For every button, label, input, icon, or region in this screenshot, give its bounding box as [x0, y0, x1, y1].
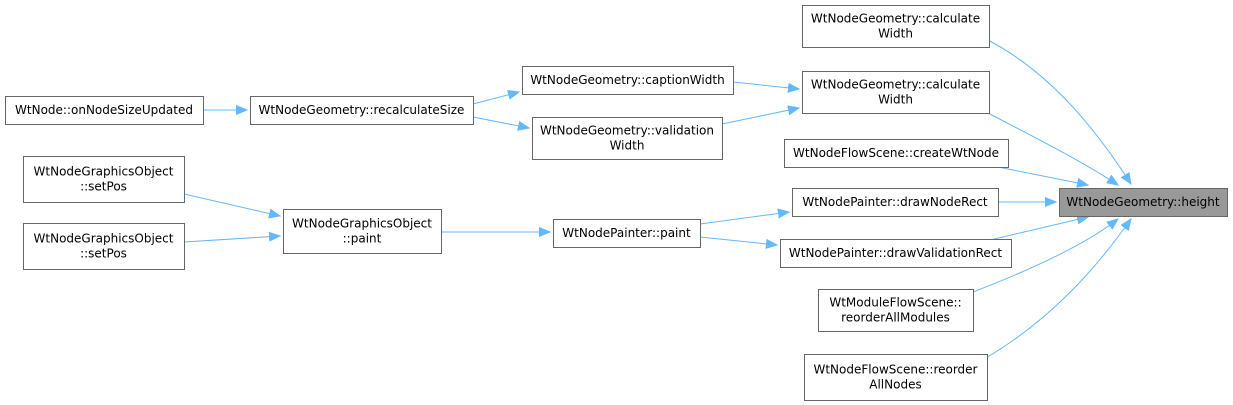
edge-calcWidth2-to-height [987, 112, 1118, 185]
node-captionWidth[interactable]: WtNodeGeometry::captionWidth [522, 66, 734, 95]
node-setPos2[interactable]: WtNodeGraphicsObject::setPos [23, 223, 185, 270]
edges [183, 39, 1131, 359]
edge-captionWidth-to-calcWidth2 [732, 81, 799, 89]
node-drawNodeRect[interactable]: WtNodePainter::drawNodeRect [792, 188, 999, 217]
edge-paint-to-drawValidationRect [699, 236, 777, 245]
node-setPos1[interactable]: WtNodeGraphicsObject::setPos [23, 156, 185, 203]
edge-validationWidth-to-calcWidth2 [721, 108, 799, 125]
node-label: AllNodes [869, 378, 921, 392]
node-label: WtNodeGeometry::captionWidth [530, 73, 724, 87]
node-label: WtNodeGeometry::calculate [811, 12, 980, 26]
node-label: Width [878, 93, 913, 107]
edge-drawValidationRect-to-height [989, 217, 1088, 241]
node-box[interactable] [283, 209, 442, 254]
node-box[interactable] [802, 5, 990, 48]
node-box[interactable] [5, 96, 204, 125]
node-box[interactable] [532, 117, 723, 160]
node-recalculateSize[interactable]: WtNodeGeometry::recalculateSize [250, 96, 474, 125]
node-label: Width [610, 139, 645, 153]
node-box[interactable] [1059, 188, 1228, 217]
node-label: WtNode::onNodeSizeUpdated [15, 103, 193, 117]
node-drawValidationRect[interactable]: WtNodePainter::drawValidationRect [780, 239, 1012, 268]
node-label: WtNodePainter::drawNodeRect [802, 195, 988, 209]
edge-recalculateSize-to-captionWidth [472, 92, 519, 105]
node-box[interactable] [780, 239, 1012, 268]
node-box[interactable] [802, 71, 990, 114]
node-paint[interactable]: WtNodePainter::paint [553, 219, 701, 248]
node-box[interactable] [553, 219, 701, 248]
node-label: WtNodeGeometry::validation [540, 124, 714, 138]
edge-createWtNode-to-height [987, 164, 1088, 185]
edge-paint-to-drawNodeRect [699, 212, 789, 225]
node-box[interactable] [250, 96, 474, 125]
node-label: WtNodeGeometry::height [1066, 195, 1219, 209]
node-box[interactable] [23, 223, 185, 270]
node-box[interactable] [522, 66, 734, 95]
node-label: ::paint [343, 232, 382, 246]
node-label: WtNodePainter::drawValidationRect [789, 246, 1003, 260]
node-box[interactable] [23, 156, 185, 203]
node-reorderAllModules[interactable]: WtModuleFlowScene::reorderAllModules [818, 289, 974, 332]
node-label: WtNodeGeometry::recalculateSize [259, 103, 465, 117]
node-label: WtNodeGraphicsObject [292, 217, 432, 231]
edge-setPos2-to-graphicsPaint [183, 236, 280, 243]
edge-recalculateSize-to-validationWidth [472, 116, 529, 128]
node-label: WtNodeGraphicsObject [34, 232, 174, 246]
node-createWtNode[interactable]: WtNodeFlowScene::createWtNode [784, 139, 1009, 168]
edge-reorderAllModules-to-height [972, 219, 1118, 293]
node-label: reorderAllModules [841, 311, 950, 325]
edge-reorderAllNodes-to-height [985, 219, 1131, 359]
node-box[interactable] [792, 188, 999, 217]
node-onNodeSizeUpdated[interactable]: WtNode::onNodeSizeUpdated [5, 96, 204, 125]
node-label: Width [878, 27, 913, 41]
node-label: WtNodePainter::paint [562, 226, 691, 240]
edge-setPos1-to-graphicsPaint [183, 193, 280, 216]
node-graphicsPaint[interactable]: WtNodeGraphicsObject::paint [283, 209, 442, 254]
node-label: ::setPos [80, 180, 127, 194]
node-label: WtModuleFlowScene:: [829, 296, 961, 310]
edge-calcWidth1-to-height [987, 39, 1131, 184]
node-label: ::setPos [80, 247, 127, 261]
node-height[interactable]: WtNodeGeometry::height [1059, 188, 1228, 217]
node-box[interactable] [784, 139, 1009, 168]
nodes: WtNodeGeometry::height WtNodeGeometry::ca… [5, 5, 1228, 401]
node-label: WtNodeFlowScene::reorder [813, 363, 977, 377]
node-label: WtNodeGraphicsObject [34, 165, 174, 179]
node-box[interactable] [804, 354, 988, 401]
node-box[interactable] [818, 289, 974, 332]
node-label: WtNodeFlowScene::createWtNode [793, 146, 999, 160]
node-label: WtNodeGeometry::calculate [811, 78, 980, 92]
